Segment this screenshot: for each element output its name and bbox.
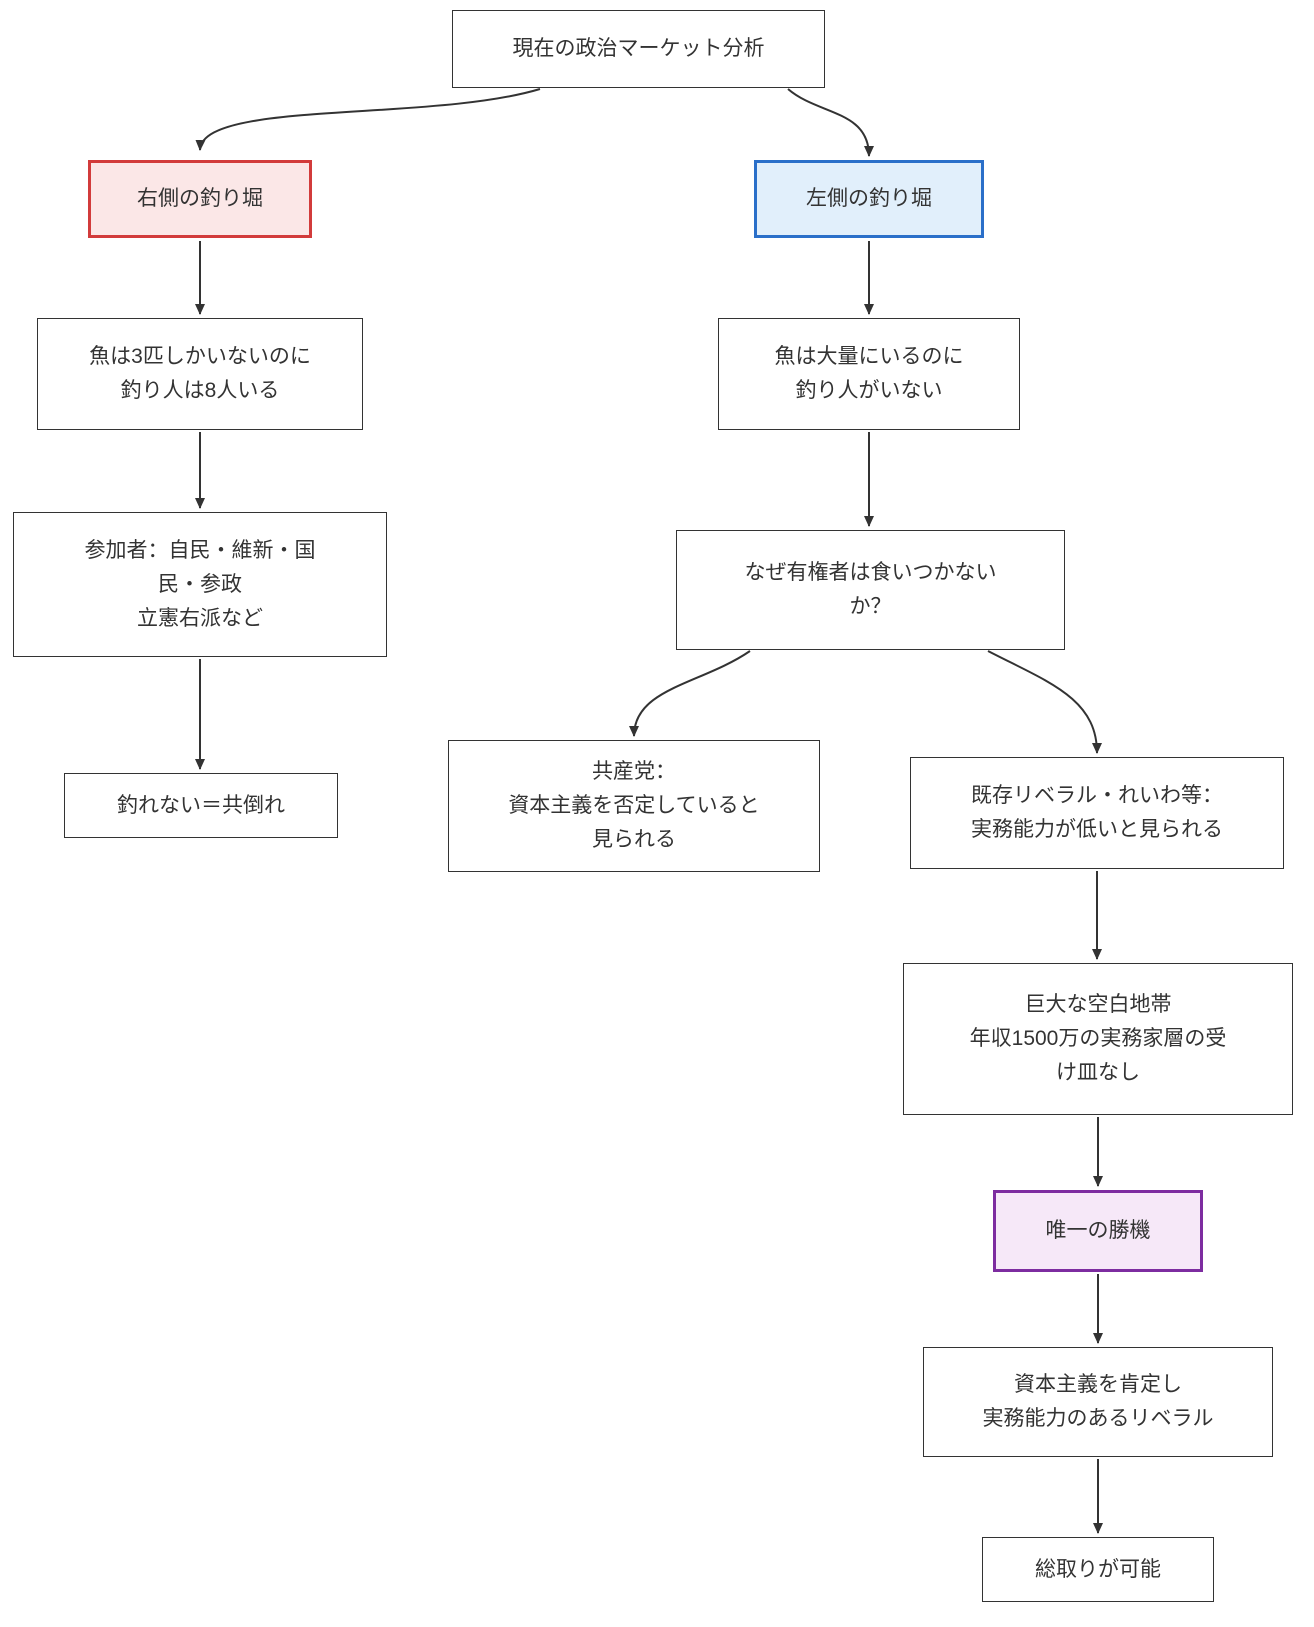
node-capitalism-affirming-liberal: 資本主義を肯定し 実務能力のあるリベラル xyxy=(923,1347,1273,1457)
node-no-catch-mutual-ruin: 釣れない＝共倒れ xyxy=(64,773,338,838)
node-left-pond: 左側の釣り堀 xyxy=(754,160,984,238)
node-right-pond: 右側の釣り堀 xyxy=(88,160,312,238)
node-many-fish-no-anglers: 魚は大量にいるのに 釣り人がいない xyxy=(718,318,1020,430)
node-only-chance: 唯一の勝機 xyxy=(993,1190,1203,1272)
edge-root-to-pond-right xyxy=(195,88,541,151)
edge-root-to-pond-left xyxy=(787,88,874,157)
node-win-all: 総取りが可能 xyxy=(982,1537,1214,1602)
node-existing-liberals: 既存リベラル・れいわ等： 実務能力が低いと見られる xyxy=(910,757,1284,869)
node-why-voters-dont-bite: なぜ有権者は食いつかない か？ xyxy=(676,530,1065,650)
edge-why-to-ex-liberal xyxy=(987,650,1102,754)
node-communist-party: 共産党： 資本主義を否定していると 見られる xyxy=(448,740,820,872)
node-participants: 参加者：自民・維新・国 民・参政 立憲右派など xyxy=(13,512,387,657)
node-few-fish-many-anglers: 魚は3匹しかいないのに 釣り人は8人いる xyxy=(37,318,363,430)
node-root-analysis: 現在の政治マーケット分析 xyxy=(452,10,825,88)
edge-why-to-communist xyxy=(629,650,751,737)
node-huge-blank-zone: 巨大な空白地帯 年収1500万の実務家層の受 け皿なし xyxy=(903,963,1293,1115)
